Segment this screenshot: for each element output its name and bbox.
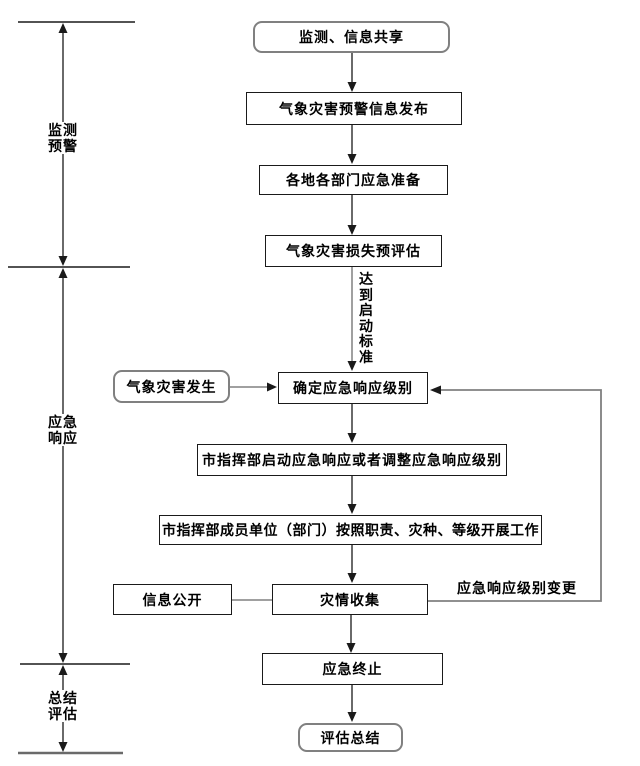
label-level-change: 应急响应级别变更 (457, 580, 577, 596)
arrow-monitor-to-release (347, 53, 357, 92)
node-launch-adjust-response: 市指挥部启动应急响应或者调整应急响应级别 (197, 444, 507, 476)
node-determine-level: 确定应急响应级别 (278, 372, 428, 404)
arrow-collect-to-terminate (346, 615, 356, 653)
node-disaster-collection: 灾情收集 (272, 584, 428, 615)
node-disaster-occurrence: 气象灾害发生 (113, 370, 230, 403)
arrow-release-to-prepare (347, 125, 357, 164)
phase-label-response: 应急 响应 (43, 414, 83, 446)
node-evaluation-summary: 评估总结 (298, 723, 403, 752)
arrow-determine-to-launch (347, 404, 357, 443)
arrow-prepare-to-preassess (347, 195, 357, 235)
arrow-terminate-to-summary (347, 685, 357, 722)
phase-label-summary: 总结 评估 (43, 690, 83, 722)
node-warning-release: 气象灾害预警信息发布 (246, 92, 462, 125)
node-loss-preassessment: 气象灾害损失预评估 (265, 235, 442, 267)
node-emergency-termination: 应急终止 (262, 653, 443, 685)
node-emergency-preparation: 各地各部门应急准备 (259, 165, 448, 195)
arrow-work-to-collect (347, 545, 357, 583)
arrow-preassess-to-determine (347, 267, 357, 371)
feedback-loop-line (428, 385, 602, 602)
arrow-occur-to-determine (230, 382, 277, 392)
node-information-publicity: 信息公开 (113, 584, 232, 615)
label-reach-standard: 达到启动标准 (359, 271, 373, 365)
node-members-carry-out-work: 市指挥部成员单位（部门）按照职责、灾种、等级开展工作 (159, 515, 542, 545)
phase-arrow-response (58, 268, 68, 663)
node-monitoring-sharing: 监测、信息共享 (253, 21, 450, 53)
arrow-launch-to-work (347, 476, 357, 514)
phase-label-monitoring: 监测 预警 (43, 122, 83, 154)
